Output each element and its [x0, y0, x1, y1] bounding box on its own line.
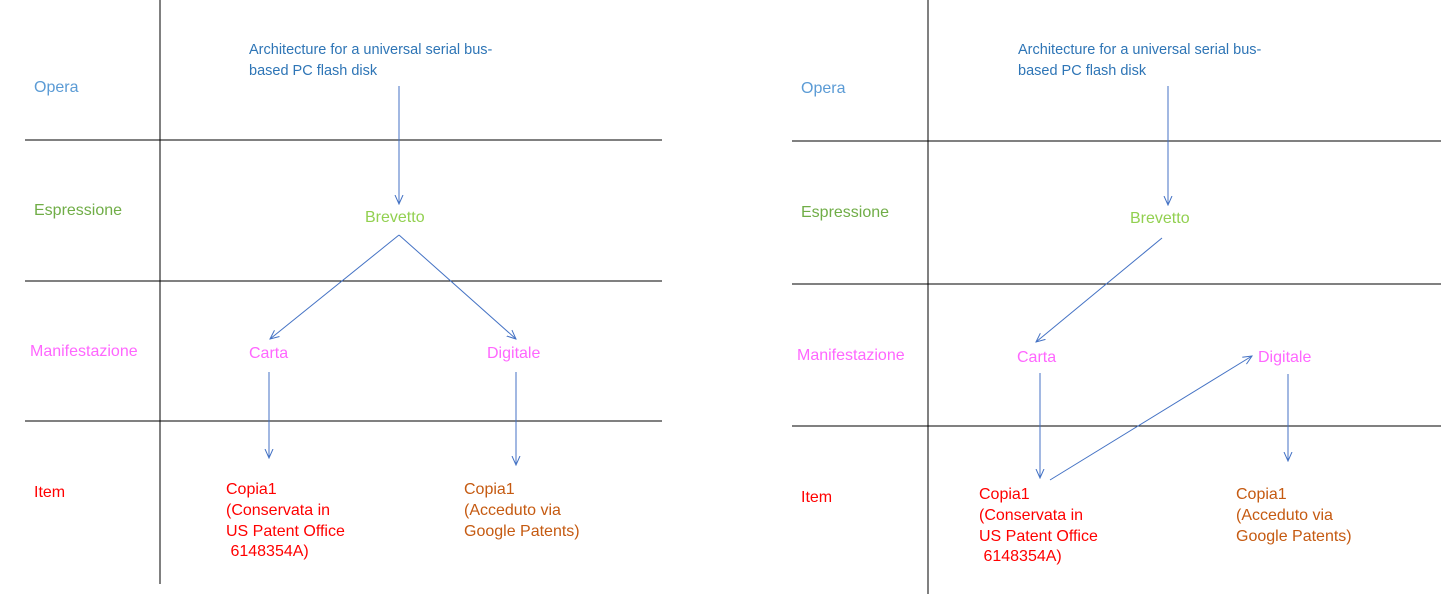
arrow-brevetto-to-digitale — [398, 234, 516, 339]
node-carta: Carta — [249, 345, 289, 362]
item-copia-carta: Copia1 (Conservata in US Patent Office 6… — [979, 485, 1098, 568]
level-label-manifestazione: Manifestazione — [30, 343, 138, 360]
work-title: Architecture for a universal serial bus-… — [249, 40, 492, 82]
level-label-opera: Opera — [34, 79, 79, 96]
item-copia-digitale-line: Google Patents) — [1236, 527, 1352, 545]
work-title: Architecture for a universal serial bus-… — [1018, 40, 1261, 82]
level-label-opera: Opera — [801, 80, 846, 97]
item-copia-digitale: Copia1 (Acceduto via Google Patents) — [1236, 485, 1352, 547]
item-copia-digitale-line: Copia1 — [1236, 486, 1287, 503]
work-title-line: Architecture for a universal serial bus- — [1018, 42, 1262, 58]
diagram-right-lines — [792, 0, 1441, 594]
arrow-brevetto-to-carta — [270, 234, 400, 339]
node-brevetto: Brevetto — [1130, 210, 1190, 227]
arrow-copia-to-digitale — [1049, 356, 1252, 481]
level-label-item: Item — [801, 489, 833, 506]
item-copia-carta-line: 6148354A) — [226, 543, 309, 561]
level-label-item: Item — [34, 484, 66, 501]
item-copia-carta-line: (Conservata in — [979, 506, 1084, 524]
node-digitale: Digitale — [1258, 349, 1312, 366]
work-title-line: based PC flash disk — [249, 63, 378, 80]
diagram-right: Opera Espressione Manifestazione Item Ar… — [770, 0, 1441, 594]
arrow-brevetto-to-carta — [1036, 237, 1163, 342]
diagram-left: Opera Espressione Manifestazione Item Ar… — [0, 0, 700, 594]
work-title-line: Architecture for a universal serial bus- — [249, 42, 493, 58]
item-copia-carta-line: Copia1 — [226, 481, 277, 498]
node-digitale: Digitale — [487, 345, 541, 362]
node-carta: Carta — [1017, 349, 1057, 366]
item-copia-digitale-line: (Acceduto via — [464, 501, 561, 519]
item-copia-carta-line: US Patent Office — [979, 527, 1098, 545]
item-copia-digitale: Copia1 (Acceduto via Google Patents) — [464, 480, 580, 542]
level-label-manifestazione: Manifestazione — [797, 347, 905, 364]
work-title-line: based PC flash disk — [1018, 63, 1147, 80]
level-label-espressione: Espressione — [34, 202, 123, 219]
item-copia-carta-line: 6148354A) — [979, 548, 1062, 566]
node-brevetto: Brevetto — [365, 209, 425, 226]
item-copia-digitale-line: Google Patents) — [464, 522, 580, 540]
level-label-espressione: Espressione — [801, 204, 890, 221]
item-copia-carta-line: Copia1 — [979, 486, 1030, 503]
item-copia-digitale-line: (Acceduto via — [1236, 506, 1333, 524]
item-copia-carta-line: (Conservata in — [226, 501, 331, 519]
item-copia-carta-line: US Patent Office — [226, 522, 345, 540]
item-copia-digitale-line: Copia1 — [464, 481, 515, 498]
diagram-left-lines — [25, 0, 662, 584]
item-copia-carta: Copia1 (Conservata in US Patent Office 6… — [226, 480, 345, 563]
